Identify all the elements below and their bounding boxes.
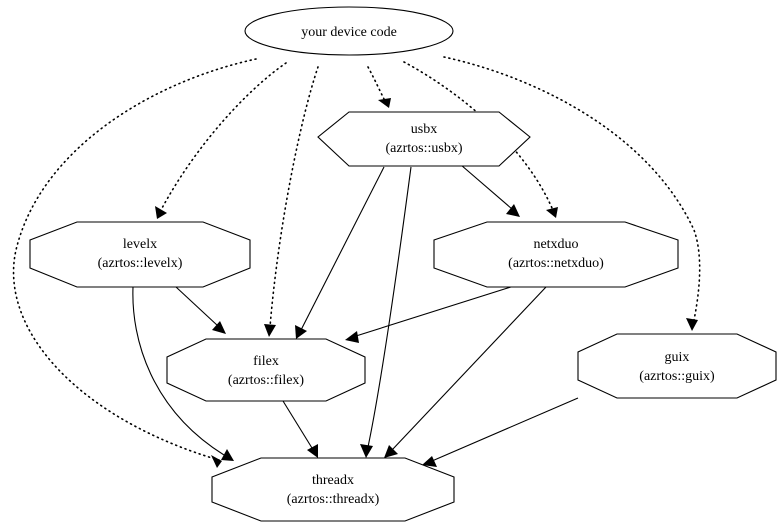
node-filex-label-line2: (azrtos::filex) [228, 373, 305, 388]
edge-netxduo-threadx [384, 286, 547, 458]
node-levelx-shape [29, 221, 251, 288]
edge-guix-threadx [422, 397, 579, 467]
edge-levelx-filex [175, 286, 226, 334]
edge-devicecode-filex [264, 66, 319, 337]
node-usbx-shape [317, 111, 531, 167]
node-devicecode-label-line1: your device code [301, 25, 397, 40]
node-guix-label-line1: guix [665, 350, 690, 365]
node-threadx-label-line1: threadx [312, 473, 354, 488]
node-guix-label-line2: (azrtos::guix) [639, 369, 715, 384]
node-netxduo-label-line2: (azrtos::netxduo) [508, 256, 604, 271]
edge-levelx-threadx [132, 286, 234, 461]
node-usbx[interactable]: usbx (azrtos::usbx) [317, 111, 531, 167]
edge-filex-threadx [282, 400, 318, 458]
node-threadx[interactable]: threadx (azrtos::threadx) [211, 457, 455, 522]
node-levelx[interactable]: levelx (azrtos::levelx) [29, 221, 251, 288]
node-guix[interactable]: guix (azrtos::guix) [577, 333, 777, 399]
node-threadx-label-line2: (azrtos::threadx) [287, 492, 380, 507]
node-filex-label-line1: filex [253, 354, 279, 369]
edge-netxduo-filex [345, 285, 515, 343]
node-netxduo-shape [433, 221, 679, 288]
node-layer: your device code usbx (azrtos::usbx) lev… [29, 6, 777, 522]
node-netxduo-label-line1: netxduo [533, 237, 578, 252]
node-filex[interactable]: filex (azrtos::filex) [166, 338, 366, 402]
edge-layer [12, 56, 701, 468]
edge-usbx-netxduo [460, 164, 520, 217]
edge-devicecode-threadx [12, 58, 257, 468]
edge-devicecode-usbx [367, 66, 391, 108]
node-filex-shape [166, 338, 366, 402]
edge-usbx-threadx [360, 166, 412, 458]
node-levelx-label-line2: (azrtos::levelx) [98, 256, 183, 271]
node-levelx-label-line1: levelx [123, 237, 157, 252]
node-guix-shape [577, 333, 777, 399]
edge-devicecode-levelx [155, 62, 287, 219]
node-threadx-shape [211, 457, 455, 522]
node-usbx-label-line2: (azrtos::usbx) [386, 141, 463, 156]
node-netxduo[interactable]: netxduo (azrtos::netxduo) [433, 221, 679, 288]
node-devicecode[interactable]: your device code [244, 6, 454, 56]
node-devicecode-shape [244, 6, 454, 56]
edge-usbx-filex [295, 166, 385, 339]
edge-devicecode-guix [443, 56, 701, 331]
node-usbx-label-line1: usbx [411, 122, 437, 137]
